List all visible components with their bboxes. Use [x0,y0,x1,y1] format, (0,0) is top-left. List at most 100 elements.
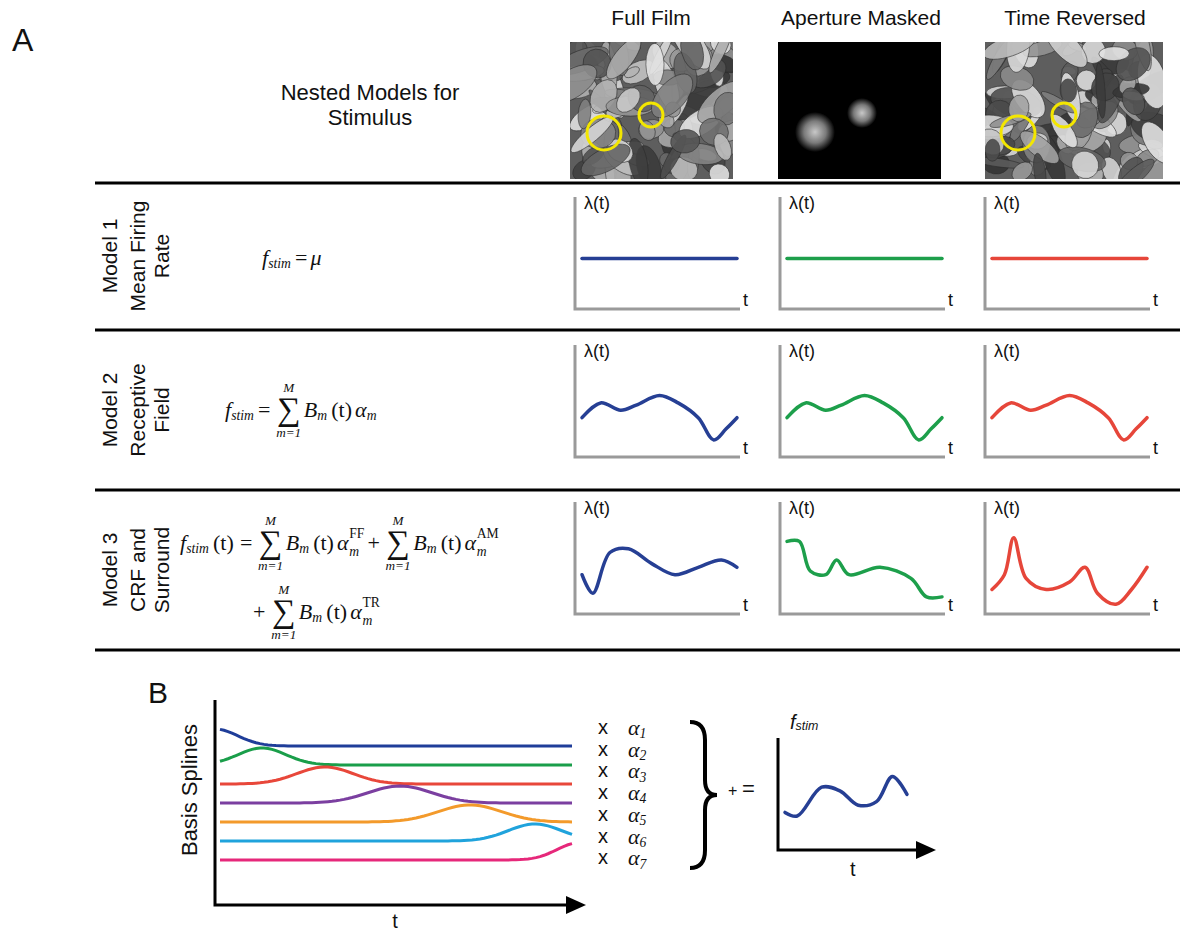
aperture-circle [587,116,621,150]
aperture-blob [795,112,835,152]
spline-axes [215,700,572,905]
axis-label: λ(t) [994,341,1020,362]
plot-axes [780,197,945,309]
multiply-sign: x [598,759,608,782]
leaf-shape [677,42,708,73]
leaf-shape [645,43,664,85]
rate-plot [575,197,740,309]
table-rule [95,489,1180,492]
multiply-sign: x [598,846,608,869]
formula-symbol: stim [796,720,819,734]
summation: M∑m=1 [276,381,301,439]
formula-symbol: (t) [323,600,350,624]
formula: fstim(t)=M∑m=1Bm(t)αFFm+M∑m=1Bm(t)αAMm [180,514,499,572]
axis-label: t [743,290,748,311]
axis-label: t [948,595,953,616]
formula-symbol: (t) [328,398,355,422]
axis-label: λ(t) [789,341,815,362]
basis-spline [220,767,572,784]
model-number: Model 2 [98,340,122,480]
basis-spline [220,748,572,765]
basis-spline [220,805,572,822]
sum-limit: M [278,583,289,596]
formula-symbol: α [628,759,640,783]
plot-axes [575,197,740,309]
plot-axes [780,502,945,614]
subscript: m [362,614,372,628]
formula-symbol: (t) [310,531,337,555]
aperture-circle [1001,116,1035,150]
formula: α5 [628,803,647,827]
rate-plot [985,345,1150,457]
formula-symbol: 5 [640,813,647,828]
formula-symbol: α [628,781,640,805]
formula: fstim=M∑m=1Bm(t)αm [225,381,378,439]
rate-curve [992,538,1147,605]
axis-label: λ(t) [789,498,815,519]
formula: α6 [628,824,647,848]
curly-brace [690,722,717,868]
formula-symbol: α [628,738,640,762]
aperture-circle [639,103,663,127]
formula-symbol: B [299,600,312,624]
axis-label: λ(t) [789,193,815,214]
film-frame [985,42,1163,179]
sum-limit: m=1 [386,559,411,572]
formula-symbol: = [237,531,256,555]
sum-limit: M [265,514,276,527]
formula-symbol: = [255,398,274,422]
subscript: m [477,545,487,559]
multiply-sign: x [598,781,608,804]
multiply-sign: x [598,825,608,848]
sum-limit: m=1 [258,559,283,572]
formula: α3 [628,759,647,783]
formula-symbol: α [350,600,362,624]
index-stack: AMm [477,527,499,558]
formula-symbol: stim [231,408,254,423]
arrow-head [916,841,936,859]
plot-axes [780,345,945,457]
formula-symbol: f [262,246,268,270]
formula-symbol: μ [311,246,322,270]
superscript: TR [362,596,379,610]
leaf-shape [1057,71,1084,122]
index-stack: FFm [349,527,364,558]
column-header: Full Film [611,6,690,30]
formula-symbol: B [304,398,317,422]
rate-plot [575,502,740,614]
formula-symbol: 6 [640,835,647,850]
rate-curve [582,395,737,439]
axis-label: t [948,290,953,311]
leaf-shape [1118,84,1150,119]
masked-frame [778,42,941,179]
leaf-shape [705,42,733,75]
rate-curve [992,395,1147,439]
leaf-shape [1066,146,1104,179]
formula-symbol: α [628,824,640,848]
rate-plot [780,197,945,309]
formula-symbol: stim [268,256,291,271]
axis-label: λ(t) [994,193,1020,214]
leaf-shape [985,139,1000,162]
formula-symbol: B [413,531,426,555]
basis-spline [220,786,572,803]
model-name: Receptive Field [126,343,174,478]
formula-symbol: 7 [640,856,647,871]
panel-letter: B [148,676,168,711]
plot-axes [575,345,740,457]
axis-label: t [1153,595,1158,616]
rate-curve [582,548,737,593]
rate-curve [787,257,942,261]
formula-symbol: (t) [210,531,237,555]
formula-symbol: α [465,531,477,555]
formula-symbol: f [225,398,231,422]
formula-symbol: 4 [640,791,647,806]
leaf-shape [1135,117,1163,169]
basis-spline [220,729,572,746]
rate-plot [985,197,1150,309]
sum-axes [778,738,922,850]
leaf-shape [1099,46,1130,60]
rate-plot [575,345,740,457]
formula-symbol: m [299,541,309,556]
